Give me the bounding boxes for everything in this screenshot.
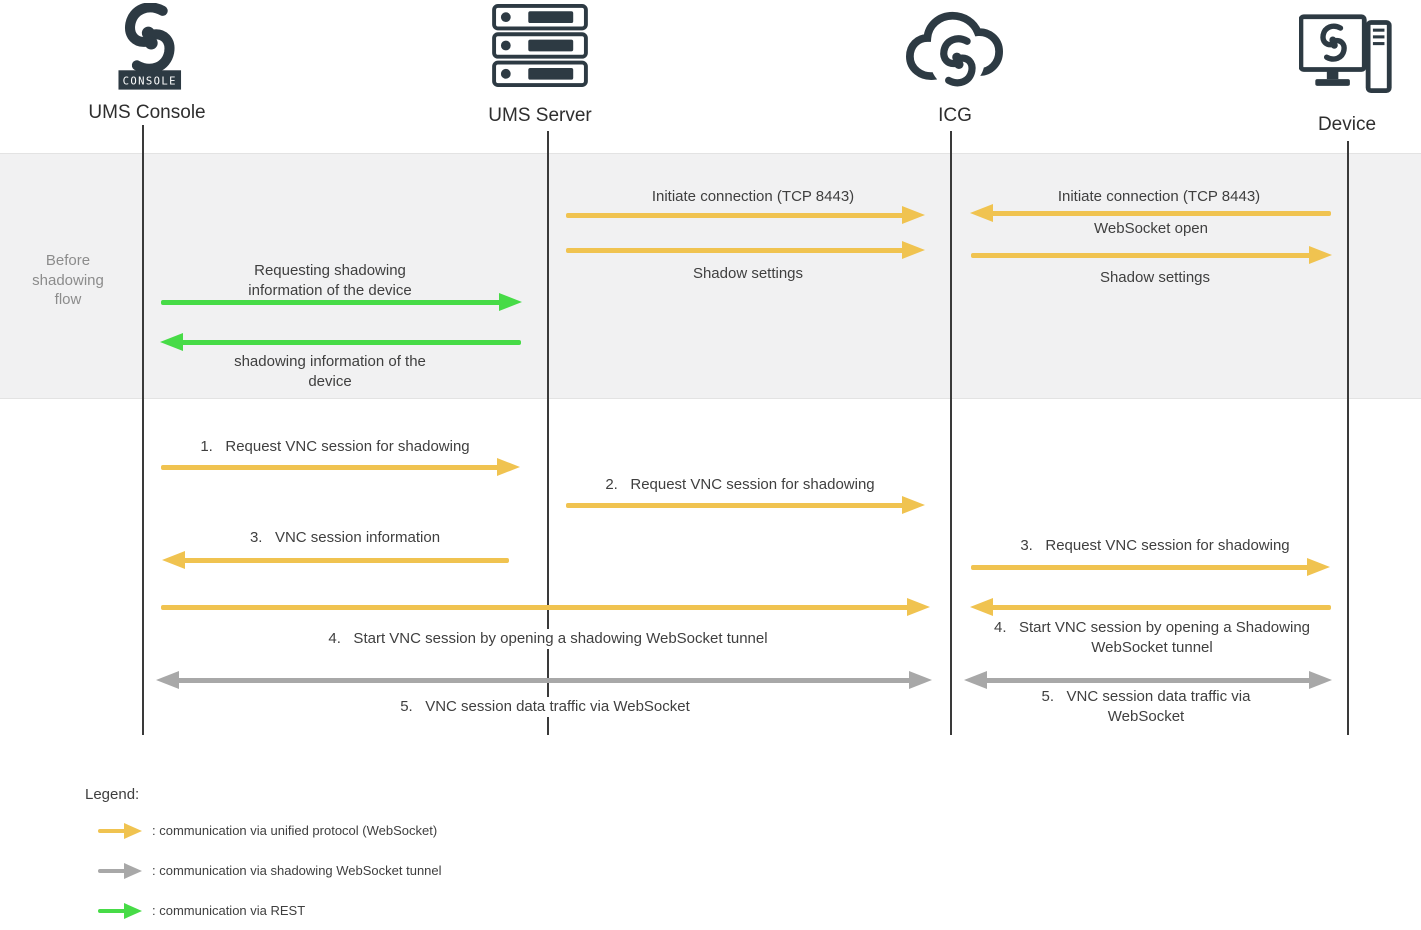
lifeline-icg: [950, 131, 952, 735]
lifeline-ums-server: [547, 131, 549, 735]
legend-item-rest: : communication via REST: [152, 903, 306, 918]
arrow-request-shadow-info-console-to-server: [160, 293, 522, 311]
arrow-step5-icg-device-bidirectional: [964, 671, 1332, 689]
label-initiate-connection-device-icg: Initiate connection (TCP 8443): [1057, 188, 1261, 205]
label-step3-right: 3. Request VNC session for shadowing: [980, 536, 1330, 556]
label-shadow-settings-right: Shadow settings: [1099, 269, 1211, 286]
server-rack-icon: [492, 3, 588, 87]
lifeline-device: [1347, 141, 1349, 735]
legend-item-unified-protocol: : communication via unified protocol (We…: [152, 823, 438, 838]
label-step5-mid: 5. VNC session data traffic via WebSocke…: [295, 697, 795, 717]
console-badge-text: CONSOLE: [123, 76, 177, 88]
label-shadow-settings-mid: Shadow settings: [692, 265, 804, 282]
actor-label-icg: ICG: [938, 105, 972, 126]
band-label: Before shadowing flow: [32, 252, 104, 308]
label-step1: 1. Request VNC session for shadowing: [160, 437, 510, 457]
arrow-shadow-settings-server-to-icg: [565, 241, 925, 259]
legend-title: Legend:: [85, 786, 140, 803]
label-step4-mid: 4. Start VNC session by opening a shadow…: [248, 629, 848, 649]
actor-label-ums-console: UMS Console: [88, 102, 206, 123]
label-step4-right: 4. Start VNC session by opening a Shadow…: [993, 619, 1315, 656]
arrow-shadow-settings-icg-to-device: [970, 246, 1332, 264]
ums-console-logo-icon: CONSOLE: [118, 3, 182, 90]
label-initiate-connection-server-icg: Initiate connection (TCP 8443): [651, 188, 855, 205]
arrow-step4-device-to-icg: [970, 598, 1332, 616]
arrow-initiate-connection-device-to-icg: [970, 204, 1332, 222]
label-requesting-shadowing-info: Requesting shadowing information of the …: [248, 262, 412, 299]
legend-gray-arrow-icon: [97, 863, 142, 879]
arrow-step4-console-to-icg: [160, 598, 930, 616]
arrow-step5-console-icg-bidirectional: [156, 671, 932, 689]
label-shadowing-info-response: shadowing information of the device: [234, 353, 431, 390]
label-step5-right: 5. VNC session data traffic via WebSocke…: [1041, 688, 1255, 725]
legend-yellow-arrow-icon: [97, 823, 142, 839]
arrow-step1-console-to-server: [160, 458, 520, 476]
label-step3-mid: 3. VNC session information: [170, 528, 520, 548]
legend-green-arrow-icon: [97, 903, 142, 919]
label-websocket-open: WebSocket open: [1094, 220, 1208, 237]
arrow-step3-server-to-console: [162, 551, 510, 569]
actor-label-device: Device: [1317, 114, 1377, 135]
actor-label-ums-server: UMS Server: [488, 105, 592, 126]
lifeline-ums-console: [142, 125, 144, 735]
before-shadowing-band: [0, 153, 1421, 399]
device-monitor-icon: [1299, 14, 1392, 94]
arrow-step3-icg-to-device: [970, 558, 1330, 576]
cloud-gateway-icon: [906, 11, 1003, 89]
arrow-step2-server-to-icg: [565, 496, 925, 514]
legend-item-shadowing-tunnel: : communication via shadowing WebSocket …: [152, 863, 442, 878]
arrow-initiate-connection-server-to-icg: [565, 206, 925, 224]
label-step2: 2. Request VNC session for shadowing: [565, 475, 915, 495]
arrow-shadow-info-server-to-console: [160, 333, 522, 351]
